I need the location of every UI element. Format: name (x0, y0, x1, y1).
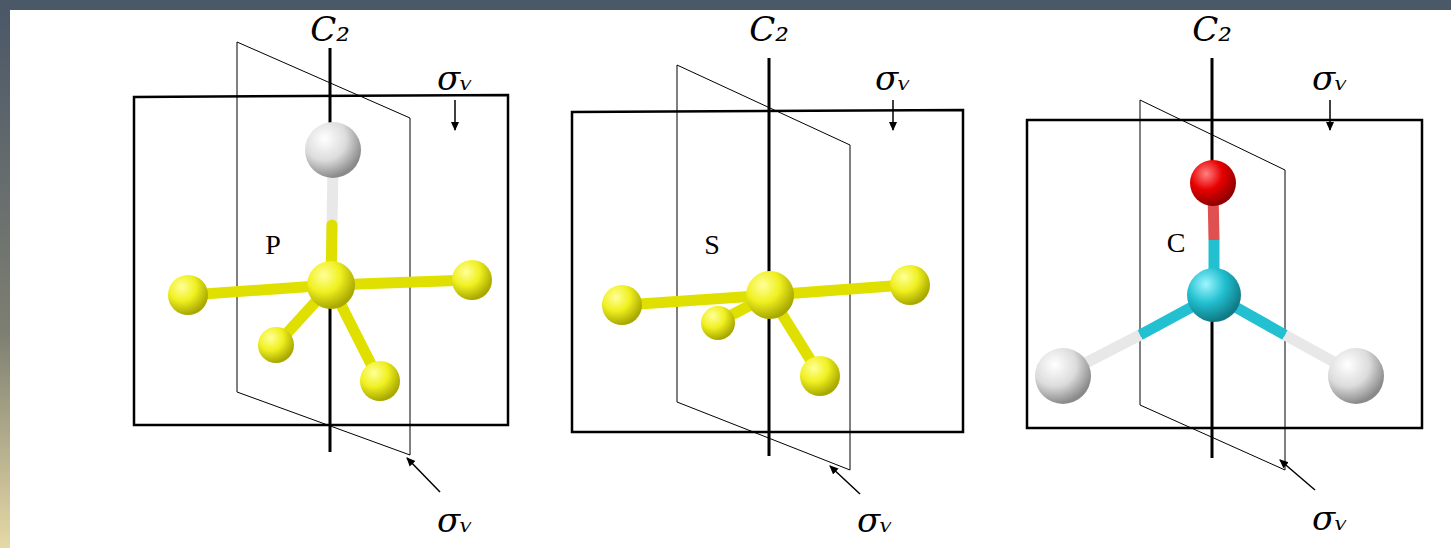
plane-label: σᵥ (1312, 501, 1348, 535)
axis-label: C₂ (1192, 12, 1232, 46)
plane-label: σᵥ (437, 503, 473, 537)
axis-label: C₂ (749, 12, 789, 46)
atom-label: S (704, 231, 720, 259)
atom-label: C (1167, 229, 1186, 257)
frame-edge (0, 10, 10, 548)
plane-label: σᵥ (1312, 61, 1348, 95)
axis-label: C₂ (310, 12, 350, 46)
atom-label: P (265, 231, 281, 259)
plane-label: σᵥ (857, 503, 893, 537)
plane-label: σᵥ (437, 61, 473, 95)
plane-label: σᵥ (875, 61, 911, 95)
